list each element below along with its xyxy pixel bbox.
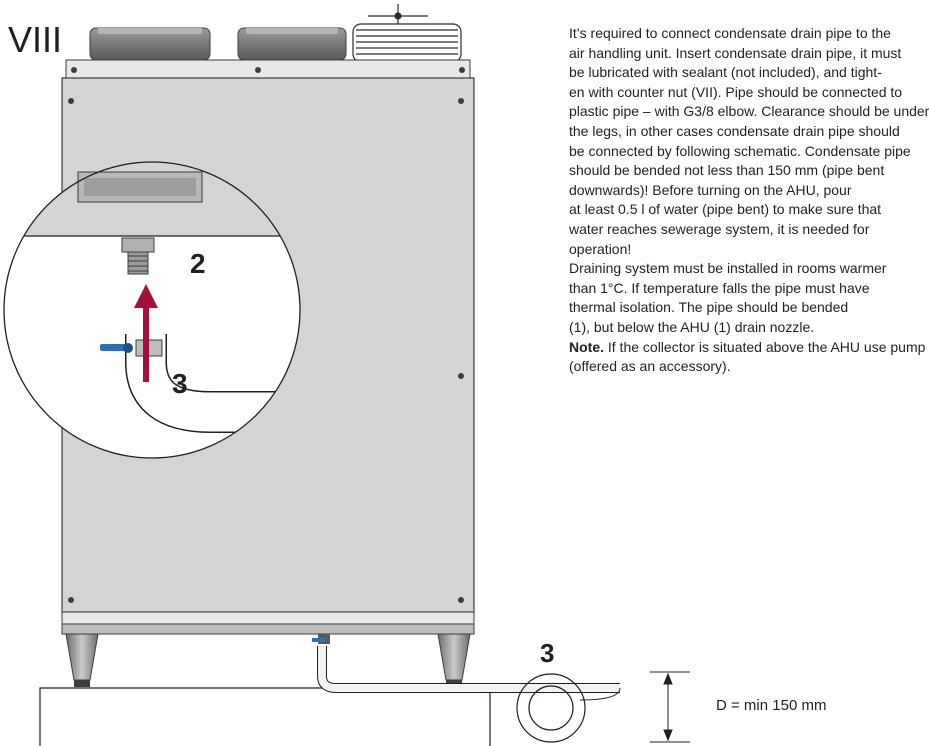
instruction-line: water reaches sewerage system, it is nee… — [569, 220, 870, 237]
detail-magnifier — [3, 161, 301, 459]
valve-handle — [100, 344, 128, 351]
installation-diagram: VIII — [3, 4, 690, 746]
note-line-2: (offered as an accessory). — [569, 358, 731, 375]
pipe-number-3: 3 — [540, 638, 554, 668]
instruction-line: Draining system must be installed in roo… — [569, 260, 887, 277]
duct-connectors — [89, 27, 347, 61]
instruction-line: thermal isolation. The pipe should be be… — [569, 299, 849, 316]
dimension-label: D = min 150 mm — [716, 697, 827, 714]
unit-base — [61, 611, 475, 687]
arrow-up-icon — [134, 284, 158, 308]
drain-pipe — [312, 634, 621, 743]
dimension-indicator — [650, 671, 690, 743]
instruction-line: operation! — [569, 240, 632, 257]
instruction-line: at least 0.5 l of water (pipe bent) to m… — [569, 201, 882, 218]
drain-nut — [121, 237, 155, 253]
instruction-line: plastic pipe – with G3/8 elbow. Clearanc… — [569, 103, 929, 120]
callout-number-2: 2 — [190, 248, 206, 279]
note-label: Note. — [569, 338, 604, 355]
note-text: If the collector is situated above the A… — [604, 338, 926, 355]
section-label: VIII — [8, 19, 62, 60]
instruction-text: It’s required to connect condensate drai… — [569, 24, 929, 604]
instruction-line: en with counter nut (VII). Pipe should b… — [569, 83, 903, 100]
instruction-line: than 1°C. If temperature falls the pipe … — [569, 279, 870, 296]
body-screws — [68, 98, 464, 603]
top-flange — [65, 59, 471, 79]
instruction-line: be lubricated with sealant (not included… — [569, 64, 882, 81]
threaded-nozzle — [127, 251, 149, 275]
instruction-line: air handling unit. Insert condensate dra… — [569, 44, 902, 61]
callout-number-3: 3 — [172, 368, 188, 399]
note-line: Note. If the collector is situated above… — [569, 338, 925, 358]
instruction-line: the legs, in other cases condensate drai… — [569, 122, 900, 139]
instruction-line: be connected by following schematic. Con… — [569, 142, 911, 159]
instruction-line: downwards)! Before turning on the AHU, p… — [569, 181, 852, 198]
instruction-line: (1), but below the AHU (1) drain nozzle. — [569, 318, 815, 335]
pedestal — [39, 687, 491, 746]
instruction-line: It’s required to connect condensate drai… — [569, 25, 891, 41]
instruction-line: should be bended not less than 150 mm (p… — [569, 162, 885, 179]
